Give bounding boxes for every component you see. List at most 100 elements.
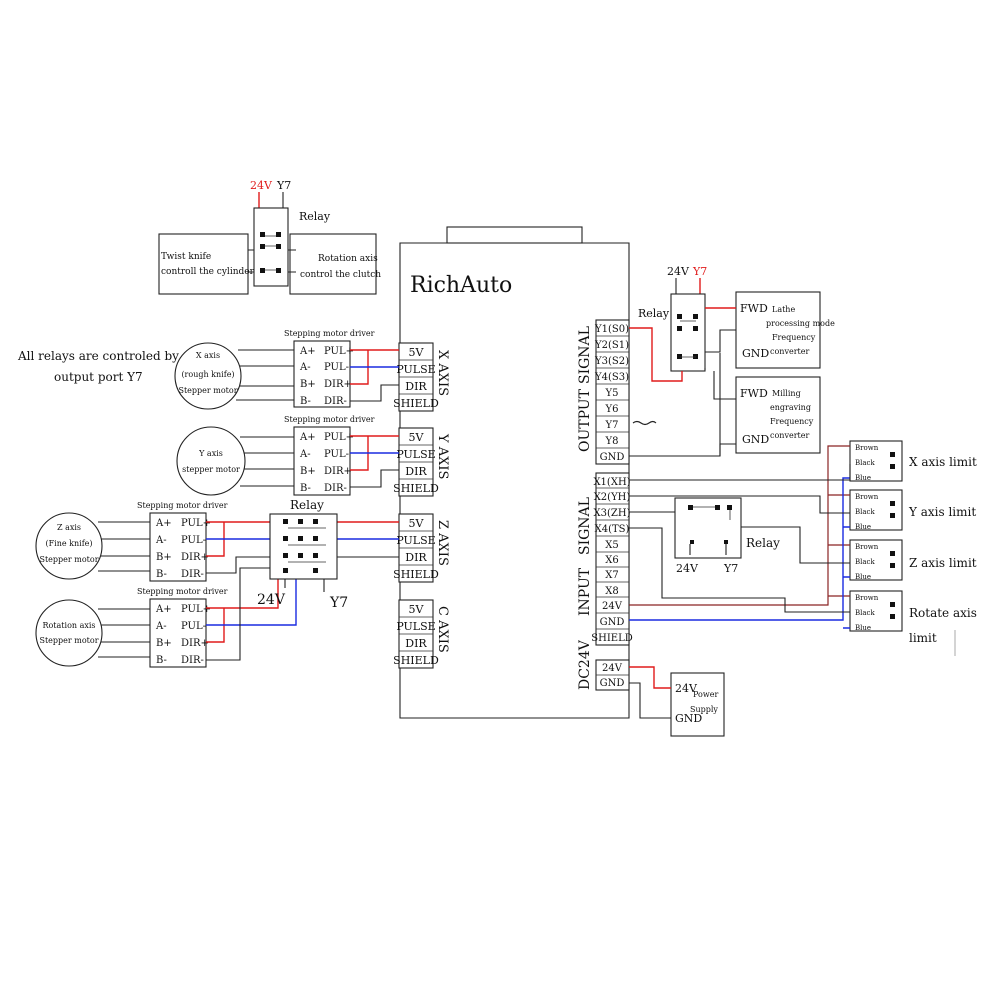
milling-gnd: GND [742,433,769,446]
c-pin-pulse: PULSE [396,620,435,633]
in-x6: X6 [605,555,618,566]
axis-blocks: 5V PULSE DIR SHIELD X AXIS 5V PULSE DIR … [393,342,450,669]
input-relay-y7: Y7 [723,562,738,575]
z-drv-pul-minus: PUL- [181,535,206,546]
rotation-stepper-group: Stepping motor driver A+ A- B+ B- PUL+ P… [35,546,297,668]
x-motor-line2: (rough knife) [181,370,234,379]
z-pin-pulse: PULSE [396,534,435,547]
z-limit-brown: Brown [855,543,879,551]
y-limit-brown: Brown [855,493,879,501]
psu-line1: Power [693,690,718,699]
milling-converter-box [735,376,821,454]
y-driver-box [293,426,351,496]
x-drv-dir-minus: DIR- [324,396,347,407]
z-limit-switch: Brown Black Blue Z axis limit [849,539,977,581]
output-signal-label: SIGNAL [577,326,593,384]
x-drv-dir-plus: DIR+ [324,379,352,390]
dc-gnd: GND [600,678,625,689]
in-x5: X5 [605,540,618,551]
z-stepper-group: Stepping motor driver A+ A- B+ B- PUL+ P… [35,501,399,582]
x-drv-pul-plus: PUL+ [324,346,354,357]
power-supply-box [670,672,725,737]
output-signal-block: Y1(S0) Y2(S1) Y3(S2) Y4(S3) Y5 Y6 Y7 Y8 … [577,319,630,465]
y-motor [176,426,246,496]
axis-relay-body [269,513,338,580]
y-limit-black: Black [855,508,875,516]
lathe-line2: processing mode [766,319,835,328]
z-drv-b-plus: B+ [156,552,172,563]
x-drv-a-minus: A- [299,362,311,373]
in-shield: SHIELD [591,633,632,644]
milling-line2: engraving [770,403,811,412]
input-relay-group: Relay 24V Y7 [629,497,780,575]
y-pin-shield: SHIELD [393,482,439,495]
lathe-line3: Frequency [772,333,816,342]
in-x1: X1(XH) [593,477,630,488]
z-drv-dir-plus: DIR+ [181,552,209,563]
twist-knife-line2: controll the cylinder [161,267,255,277]
out-y6: Y6 [605,404,619,415]
c-pin-5v: 5V [409,603,425,616]
lathe-line4: converter [770,347,809,356]
rot-drv-b-plus: B+ [156,638,172,649]
lathe-gnd: GND [742,347,769,360]
rotate-limit-switch: Brown Black Blue Rotate axis limit [849,590,977,656]
z-motor-line3: Stepper motor [39,555,98,564]
milling-line4: converter [770,431,809,440]
input-relay-label: Relay [746,536,780,550]
x-limit-blue: Blue [855,474,871,482]
z-limit-blue: Blue [855,573,871,581]
lathe-line1: Lathe [772,305,795,314]
twist-knife-box [158,233,249,295]
lathe-converter-box [735,291,821,369]
richauto-controller: RichAuto [399,226,630,719]
c-pin-dir: DIR [405,637,427,650]
out-y3: Y3(S2) [594,356,629,367]
x-pin-pulse: PULSE [396,363,435,376]
rot-limit-blue: Blue [855,624,871,632]
y-driver-title: Stepping motor driver [284,415,375,424]
psu-gnd: GND [675,712,702,725]
x-pin-dir: DIR [405,380,427,393]
y-drv-dir-plus: DIR+ [324,466,352,477]
controller-title: RichAuto [410,273,512,298]
y-pin-pulse: PULSE [396,448,435,461]
y-limit-switch: Brown Black Blue Y axis limit [849,489,976,531]
x-limit-label: X axis limit [909,455,977,469]
out-y5: Y5 [605,388,619,399]
x-driver-box [293,340,351,408]
x-limit-box [849,440,903,482]
z-pin-5v: 5V [409,517,425,530]
axis-relay-label: Relay [290,498,324,512]
z-limit-black: Black [855,558,875,566]
y-drv-b-minus: B- [300,483,311,494]
y-motor-line2: stepper motor [182,465,240,474]
twist-knife-line1: Twist knife [161,252,211,262]
dc24v-block: 24V GND DC24V [577,639,630,691]
top-relay-body [253,207,289,287]
dc24v-label: DC24V [577,639,593,690]
in-x8: X8 [605,586,618,597]
y-stepper-group: Stepping motor driver A+ A- B+ B- PUL+ P… [176,415,399,496]
x-drv-b-plus: B+ [300,379,316,390]
out-y8: Y8 [605,436,619,447]
rotate-limit-label2: limit [909,631,937,645]
top-relay-group: 24V Y7 Relay Twist knife controll the cy… [158,179,381,295]
x-drv-b-minus: B- [300,396,311,407]
rotate-limit-label1: Rotate axis [909,606,977,620]
z-limit-box [849,539,903,581]
x-axis-label: X AXIS [435,350,450,396]
y-drv-pul-plus: PUL+ [324,432,354,443]
y-limit-blue: Blue [855,523,871,531]
vfd-relay-group: 24V Y7 Relay FWD GND Lathe processing mo… [629,265,835,457]
rot-motor-line2: Stepper motor [39,636,98,645]
x-limit-black: Black [855,459,875,467]
milling-fwd: FWD [740,387,768,400]
out-y7: Y7 [605,420,619,431]
in-x3: X3(ZH) [594,508,631,519]
vfd-relay-24v: 24V [667,265,690,278]
y-drv-dir-minus: DIR- [324,483,347,494]
x-motor-line3: Stepper motor [178,386,237,395]
rot-driver-box [149,598,207,668]
